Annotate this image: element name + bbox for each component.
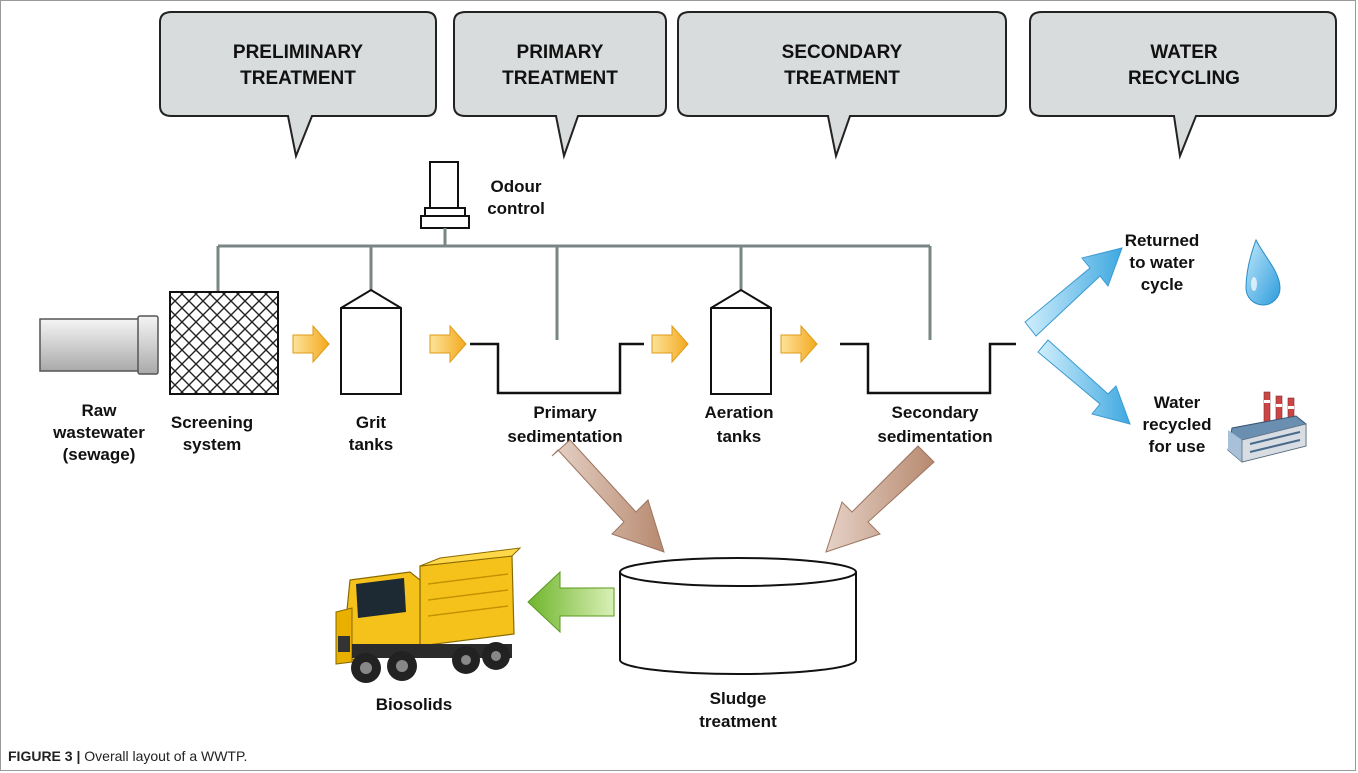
stage-callout-preliminary: PRELIMINARY TREATMENT — [159, 11, 437, 160]
aeration-label-line2: tanks — [717, 427, 761, 446]
grit-tank — [340, 288, 402, 395]
stage-secondary-line2: TREATMENT — [784, 68, 900, 89]
stage-callout-secondary: SECONDARY TREATMENT — [677, 11, 1007, 160]
biosolids-arrow — [527, 570, 615, 634]
sludge-arrow-primary — [551, 439, 665, 553]
flow-arrow-4 — [780, 325, 818, 363]
recycled-label-line1: Water — [1154, 393, 1201, 412]
aeration-tank — [710, 288, 772, 395]
odour-label-line2: control — [487, 199, 545, 218]
biosolids-label: Biosolids — [376, 695, 453, 714]
sludge-arrow-secondary — [825, 445, 935, 553]
flow-arrow-2 — [429, 325, 467, 363]
screening-grid — [169, 291, 279, 395]
grit-label-line1: Grit — [356, 413, 387, 432]
secondary-sedimentation-basin — [840, 342, 1016, 395]
stage-secondary-line1: SECONDARY — [782, 42, 903, 63]
stage-callout-water-recycling: WATER RECYCLING — [1029, 11, 1337, 160]
air-pipe-network — [216, 244, 932, 340]
stage-recycling-line1: WATER — [1150, 42, 1217, 63]
stage-preliminary-line2: TREATMENT — [240, 68, 356, 89]
sludge-treatment-tank — [619, 557, 857, 675]
stage-primary-line2: TREATMENT — [502, 68, 618, 89]
figure-caption-text: Overall layout of a WWTP. — [80, 748, 248, 764]
recycled-label-line2: recycled — [1143, 415, 1212, 434]
sludge-label-line1: Sludge — [710, 689, 767, 708]
factory-icon — [1227, 391, 1307, 463]
recycled-label-line3: for use — [1149, 437, 1206, 456]
stage-primary-line1: PRIMARY — [517, 42, 604, 63]
water-drop-icon — [1245, 238, 1281, 306]
odour-control-icon — [420, 161, 470, 246]
dump-truck-icon — [335, 547, 522, 683]
water-arrow-recycled — [1037, 339, 1131, 425]
stage-recycling-line2: RECYCLING — [1128, 68, 1240, 89]
aeration-label-line1: Aeration — [705, 403, 774, 422]
pipe-outlet-icon — [39, 315, 159, 375]
raw-label-line2: wastewater — [52, 423, 145, 442]
primary-sedimentation-basin — [470, 342, 644, 395]
returned-label-line3: cycle — [1141, 275, 1184, 294]
raw-label-line1: Raw — [82, 401, 118, 420]
returned-label-line2: to water — [1129, 253, 1195, 272]
screening-label-line2: system — [183, 435, 242, 454]
raw-label-line3: (sewage) — [63, 445, 136, 464]
flow-arrow-3 — [651, 325, 689, 363]
secondary-sed-label-line1: Secondary — [892, 403, 979, 422]
screening-label-line1: Screening — [171, 413, 253, 432]
primary-sed-label-line2: sedimentation — [507, 427, 622, 446]
sludge-label-line2: treatment — [699, 712, 777, 731]
secondary-sed-label-line2: sedimentation — [877, 427, 992, 446]
water-arrow-returned — [1024, 247, 1123, 337]
stage-preliminary-line1: PRELIMINARY — [233, 42, 364, 63]
returned-label-line1: Returned — [1125, 231, 1200, 250]
stage-callout-primary: PRIMARY TREATMENT — [453, 11, 667, 160]
primary-sed-label-line1: Primary — [533, 403, 597, 422]
grit-label-line2: tanks — [349, 435, 393, 454]
odour-label-line1: Odour — [491, 177, 542, 196]
figure-caption: FIGURE 3 | Overall layout of a WWTP. — [8, 748, 247, 764]
figure-caption-label: FIGURE 3 | — [8, 748, 81, 764]
flow-arrow-1 — [292, 325, 330, 363]
